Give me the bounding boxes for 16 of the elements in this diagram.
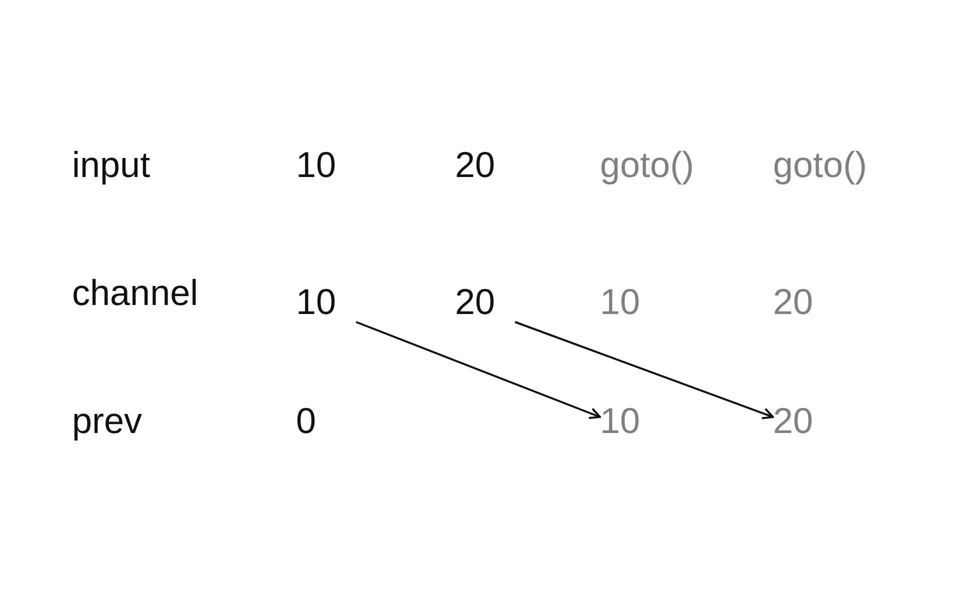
arrow (514, 321, 774, 420)
text-label: prev (72, 401, 142, 441)
text-label: input (72, 145, 150, 185)
text-label: 10 (296, 145, 336, 185)
value-text: 10 (600, 401, 640, 441)
text-label: goto() (600, 145, 694, 185)
arrow (356, 321, 601, 420)
value-text: 20 (455, 282, 496, 322)
value-text: 20 (773, 401, 814, 441)
value-text: 10 (296, 282, 336, 322)
text-label: channel (72, 273, 198, 313)
text-label: goto() (773, 145, 868, 185)
text-label: 10 (600, 282, 640, 322)
text-label: 20 (455, 145, 496, 185)
text-label: 20 (773, 282, 814, 322)
text-label: 0 (296, 401, 316, 441)
